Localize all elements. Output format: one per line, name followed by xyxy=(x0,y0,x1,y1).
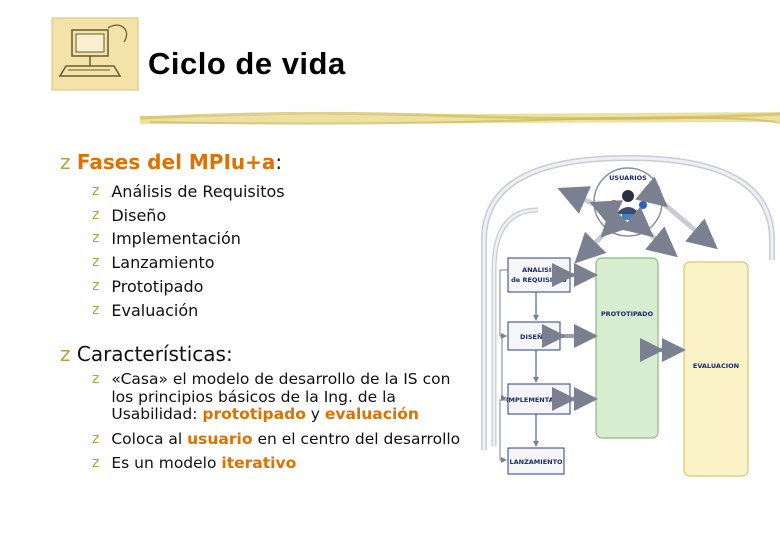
characteristic-text: «Casa» el modelo de desarrollo de la IS … xyxy=(111,370,474,424)
highlighted-term: iterativo xyxy=(221,454,297,472)
characteristics-list: z «Casa» el modelo de desarrollo de la IS… xyxy=(92,370,474,480)
list-item: z Implementación xyxy=(92,227,285,251)
text-segment: Coloca al xyxy=(111,429,188,448)
lanzamiento-box xyxy=(507,447,565,475)
text-segment: «Casa» el modelo de desarrollo de la IS … xyxy=(111,370,451,423)
bullet-icon: z xyxy=(60,150,71,174)
evaluacion-box xyxy=(683,261,749,477)
lifecycle-diagram: USUARIOS EVALUACION PROTOTIPADO ANALISIS… xyxy=(481,154,775,477)
text-segment: en el centro del desarrollo xyxy=(252,429,461,448)
characteristics-heading: z Características: xyxy=(60,342,233,366)
phase-label: Evaluación xyxy=(111,300,199,320)
usuarios-label: USUARIOS xyxy=(609,174,647,182)
phases-heading: z Fases del MPIu+a: xyxy=(60,150,282,174)
list-item: z Coloca al usuario en el centro del desa… xyxy=(92,429,474,449)
bullet-icon: z xyxy=(60,342,71,366)
list-item: z Análisis de Requisitos xyxy=(92,180,285,204)
diseno-label: DISEÑO xyxy=(520,332,548,341)
analisis-label: ANALISIS xyxy=(522,266,556,274)
bullet-icon: z xyxy=(92,371,100,387)
implementacion-label: IMPLEMENTACION xyxy=(506,396,572,404)
prototipado-label: PROTOTIPADO xyxy=(601,310,654,318)
bullet-icon: z xyxy=(92,455,100,471)
analisis-label-2: de REQUISITOS xyxy=(511,276,567,284)
text-segment: y xyxy=(305,405,325,423)
analisis-box xyxy=(507,257,571,293)
characteristics-heading-label: Características: xyxy=(76,342,233,366)
list-item: z Evaluación xyxy=(92,299,285,323)
evaluacion-label: EVALUACION xyxy=(693,362,739,370)
highlighted-term: usuario xyxy=(187,429,253,448)
phase-label: Implementación xyxy=(111,229,241,249)
lanzamiento-label: LANZAMIENTO xyxy=(509,458,563,466)
text-segment: Es un modelo xyxy=(111,454,222,472)
bullet-icon: z xyxy=(92,301,100,318)
computer-logo-icon xyxy=(51,17,139,91)
list-item: z Diseño xyxy=(92,204,285,228)
highlighted-term: evaluación xyxy=(324,405,419,423)
characteristic-text: Coloca al usuario en el centro del desar… xyxy=(111,429,461,449)
phase-label: Diseño xyxy=(111,205,167,225)
bullet-icon: z xyxy=(92,230,100,247)
phases-heading-suffix: : xyxy=(275,150,283,174)
prototipado-box xyxy=(595,257,659,439)
phase-label: Prototipado xyxy=(111,276,204,296)
characteristic-text: Es un modelo iterativo xyxy=(111,454,297,473)
list-item: z Prototipado xyxy=(92,275,285,299)
bullet-icon: z xyxy=(92,430,100,447)
list-item: z Es un modelo iterativo xyxy=(92,454,474,473)
list-item: z Lanzamiento xyxy=(92,251,285,275)
bullet-icon: z xyxy=(92,183,100,199)
highlighted-term: prototipado xyxy=(202,405,306,423)
bullet-icon: z xyxy=(92,254,100,271)
list-item: z «Casa» el modelo de desarrollo de la IS… xyxy=(92,370,474,424)
bullet-icon: z xyxy=(92,277,100,294)
phase-label: Análisis de Requisitos xyxy=(111,182,285,201)
title-divider xyxy=(140,111,780,125)
phases-heading-accent: Fases del MPIu+a xyxy=(76,150,276,174)
slide-title: Ciclo de vida xyxy=(148,46,346,81)
phase-label: Lanzamiento xyxy=(111,253,215,273)
bullet-icon: z xyxy=(92,206,100,223)
